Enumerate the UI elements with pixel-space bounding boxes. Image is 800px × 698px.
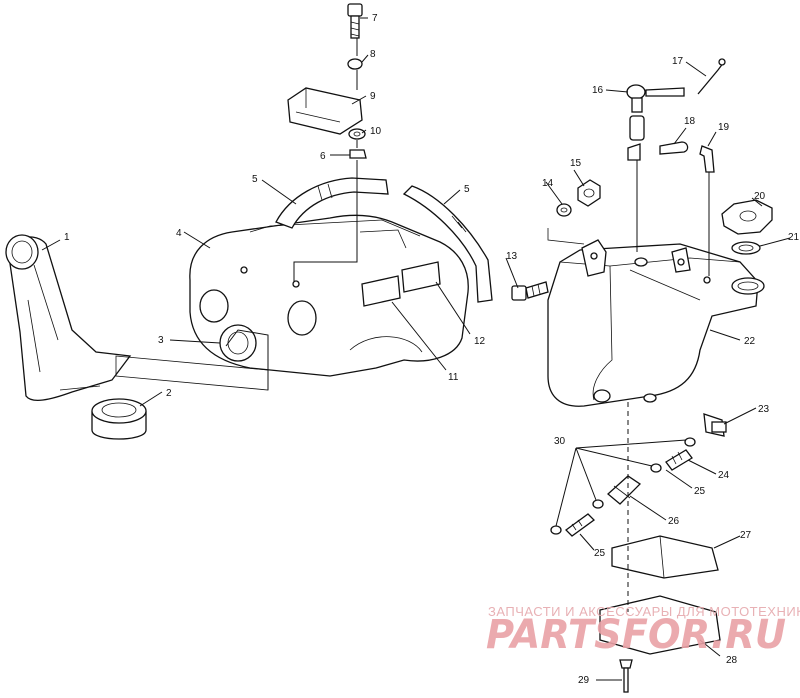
part-30-clamps bbox=[550, 437, 696, 535]
part-5-hose-upper bbox=[275, 177, 389, 229]
callout-23: 23 bbox=[758, 404, 770, 415]
callout-15: 15 bbox=[570, 158, 582, 169]
part-22-reservoir bbox=[547, 228, 765, 407]
part-1-intake-tube bbox=[5, 234, 132, 402]
callout-28: 28 bbox=[726, 655, 738, 666]
part-27-bracket bbox=[611, 535, 719, 579]
callout-11: 11 bbox=[448, 372, 459, 383]
callout-8: 8 bbox=[370, 49, 376, 60]
part-9-bracket bbox=[287, 87, 363, 135]
part-24-connector bbox=[665, 449, 693, 471]
callout-14: 14 bbox=[542, 178, 554, 189]
part-23-fitting bbox=[703, 413, 727, 437]
callout-25-lower: 25 bbox=[594, 548, 606, 559]
part-6-nut bbox=[349, 149, 367, 159]
part-5-hose-side bbox=[402, 185, 493, 303]
callout-17: 17 bbox=[672, 56, 684, 67]
callout-12: 12 bbox=[474, 336, 486, 347]
part-21-gasket bbox=[731, 241, 761, 255]
part-28-strap bbox=[599, 595, 721, 655]
callout-5-upper: 5 bbox=[252, 174, 258, 185]
watermark-logo: PARTSFOR.RU bbox=[486, 612, 786, 658]
callout-22: 22 bbox=[744, 336, 756, 347]
part-18-hose bbox=[659, 141, 689, 155]
callout-3: 3 bbox=[158, 335, 164, 346]
callout-21: 21 bbox=[788, 232, 800, 243]
callout-labels: 1 2 3 4 5 5 6 7 8 9 10 11 12 13 14 15 16… bbox=[64, 13, 800, 686]
part-16-sensor-cap bbox=[626, 84, 685, 252]
callout-24: 24 bbox=[718, 470, 730, 481]
callout-20: 20 bbox=[754, 191, 766, 202]
part-17-wire bbox=[697, 58, 726, 95]
callout-5-side: 5 bbox=[464, 184, 470, 195]
callout-26: 26 bbox=[668, 516, 680, 527]
callout-2: 2 bbox=[166, 388, 172, 399]
part-26-filter bbox=[607, 475, 642, 505]
callout-25-upper: 25 bbox=[694, 486, 706, 497]
part-25-connector-lower bbox=[565, 513, 595, 537]
callout-6: 6 bbox=[320, 151, 326, 162]
callout-19: 19 bbox=[718, 122, 730, 133]
part-8-washer bbox=[347, 58, 363, 70]
callout-7: 7 bbox=[372, 13, 378, 24]
callout-16: 16 bbox=[592, 85, 604, 96]
part-20-cap bbox=[721, 199, 773, 235]
leader-lines bbox=[41, 17, 791, 681]
callout-27: 27 bbox=[740, 530, 752, 541]
part-14-washer bbox=[556, 203, 572, 217]
part-10-grommet bbox=[348, 128, 366, 140]
callout-13: 13 bbox=[506, 251, 518, 262]
part-29-screw bbox=[619, 659, 633, 693]
part-15-nut bbox=[577, 179, 601, 207]
watermark-tagline: ЗАПЧАСТИ И АКСЕССУАРЫ ДЛЯ МОТОТЕХНИКИ bbox=[488, 604, 800, 619]
part-4-tank-body bbox=[189, 214, 469, 377]
callout-4: 4 bbox=[176, 228, 182, 239]
callout-10: 10 bbox=[370, 126, 382, 137]
part-13-bolt bbox=[511, 281, 549, 301]
part-2-grommet bbox=[91, 398, 147, 440]
callout-18: 18 bbox=[684, 116, 696, 127]
part-19-elbow bbox=[699, 145, 715, 276]
part-7-bolt bbox=[347, 3, 363, 39]
callout-9: 9 bbox=[370, 91, 376, 102]
callout-29: 29 bbox=[578, 675, 590, 686]
callout-30: 30 bbox=[554, 436, 566, 447]
watermark: ЗАПЧАСТИ И АКСЕССУАРЫ ДЛЯ МОТОТЕХНИКИ PA… bbox=[486, 604, 800, 658]
callout-1: 1 bbox=[64, 232, 70, 243]
